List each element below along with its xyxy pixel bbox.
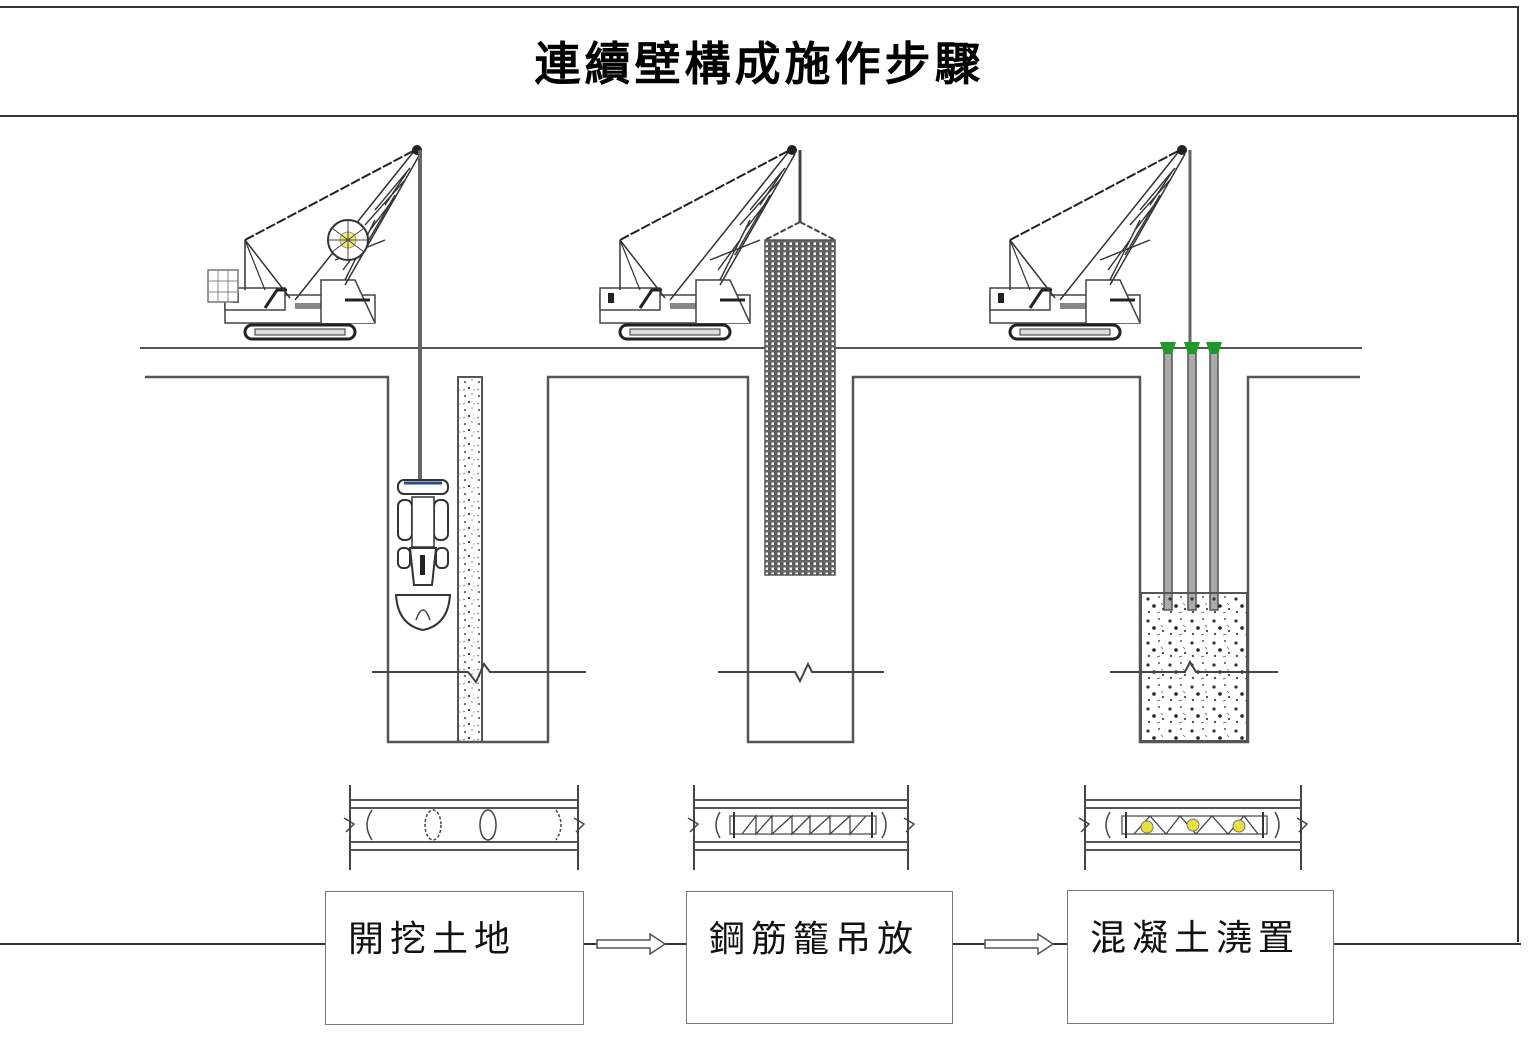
diagram-frame bbox=[0, 6, 1519, 942]
plan-view-1 bbox=[343, 785, 586, 870]
rebar-cage-icon bbox=[764, 239, 836, 576]
arrow-icon-2 bbox=[984, 932, 1055, 956]
crane-3 bbox=[988, 143, 1189, 341]
title-bar: 連續壁構成施作步驟 bbox=[0, 6, 1519, 117]
break-line-2 bbox=[718, 661, 884, 684]
step-label: 開挖土地 bbox=[348, 919, 517, 960]
plan-view-2 bbox=[687, 785, 916, 870]
counterweight-icon bbox=[207, 269, 239, 303]
step-box-concrete: 混凝土澆置 bbox=[1067, 890, 1334, 1024]
break-line-1 bbox=[372, 662, 586, 684]
break-line-3 bbox=[1110, 659, 1278, 673]
step-box-excavation: 開挖土地 bbox=[325, 891, 584, 1025]
arrow-icon-1 bbox=[596, 932, 667, 956]
crane-1 bbox=[223, 143, 424, 341]
step-label: 鋼筋籠吊放 bbox=[709, 919, 920, 960]
page-title: 連續壁構成施作步驟 bbox=[534, 36, 985, 91]
plan-view-3 bbox=[1078, 785, 1309, 870]
completed-wall-panel bbox=[457, 376, 483, 743]
sheave-icon bbox=[327, 219, 369, 261]
tremie-pipe-icon bbox=[1160, 342, 1222, 611]
step-box-rebar-cage: 鋼筋籠吊放 bbox=[686, 891, 953, 1024]
step-label: 混凝土澆置 bbox=[1090, 918, 1301, 959]
excavator-bucket-icon bbox=[394, 479, 452, 632]
